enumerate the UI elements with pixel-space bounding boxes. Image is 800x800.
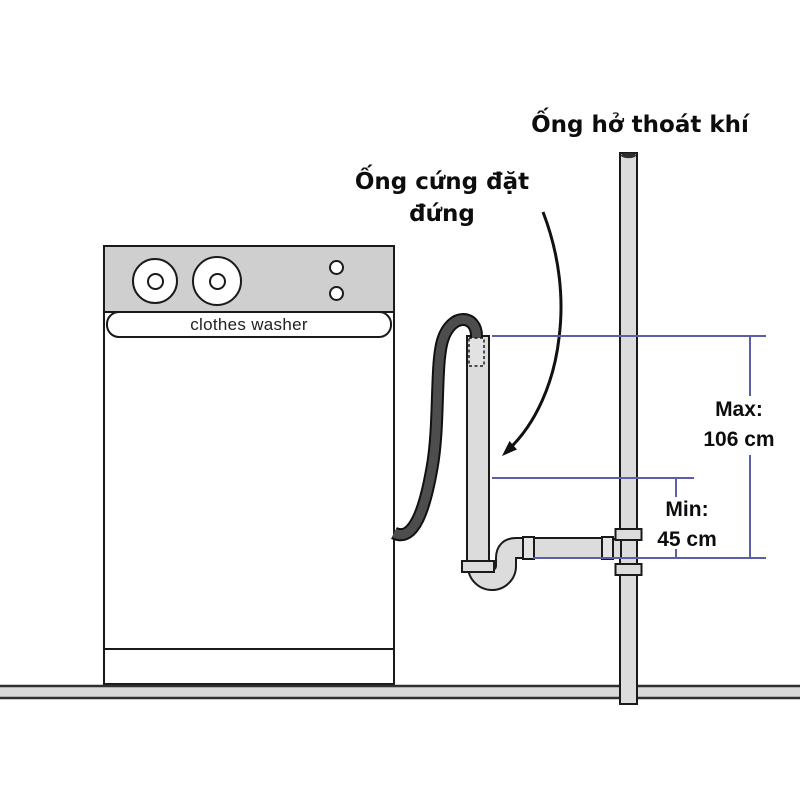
standpipe-label: Ống cứng đặt đứng: [354, 169, 530, 227]
hose-end-inside-standpipe: [468, 337, 485, 367]
standpipe-trap-coupling: [461, 560, 495, 573]
tee-side-inlet: [610, 538, 622, 559]
washer-knob-left-center: [146, 272, 164, 290]
vent-pipe-open-top: [621, 152, 636, 159]
arrowhead: [502, 441, 517, 456]
vent-pipe: [619, 152, 638, 705]
washer-nameplate-text: clothes washer: [190, 314, 308, 334]
washer-knob-right: [192, 256, 242, 306]
tee-upper-coupling: [614, 528, 643, 541]
min-height-annotation: Min: 45 cm: [644, 495, 730, 555]
floor-line: [0, 684, 800, 700]
standpipe-pointer-arrow: [506, 211, 563, 452]
washer-button-bottom: [329, 286, 344, 301]
min-height-label: Min:: [665, 498, 709, 521]
elbow-coupling-ring: [522, 536, 535, 560]
max-height-value: 106 cm: [703, 428, 775, 451]
tee-lower-coupling: [614, 563, 643, 576]
max-height-annotation: Max: 106 cm: [696, 395, 782, 455]
drain-hose-outline: [391, 313, 483, 542]
vent-pipe-label: Ống hở thoát khí: [531, 112, 749, 138]
max-height-label: Max:: [715, 398, 763, 421]
min-height-value: 45 cm: [657, 528, 717, 551]
p-trap-pipe: [469, 539, 606, 589]
washer-control-panel: [105, 247, 393, 313]
tee-inlet-ring: [601, 536, 614, 560]
p-trap-outline: [467, 537, 606, 591]
washer-body: clothes washer: [103, 245, 395, 685]
washer-kick-plate-line: [105, 648, 393, 650]
washer-knob-right-center: [208, 272, 226, 290]
washer-button-top: [329, 260, 344, 275]
washer-knob-left: [132, 258, 178, 304]
standpipe: [466, 335, 490, 568]
drain-hose: [391, 315, 481, 540]
washer-nameplate: clothes washer: [106, 311, 392, 338]
